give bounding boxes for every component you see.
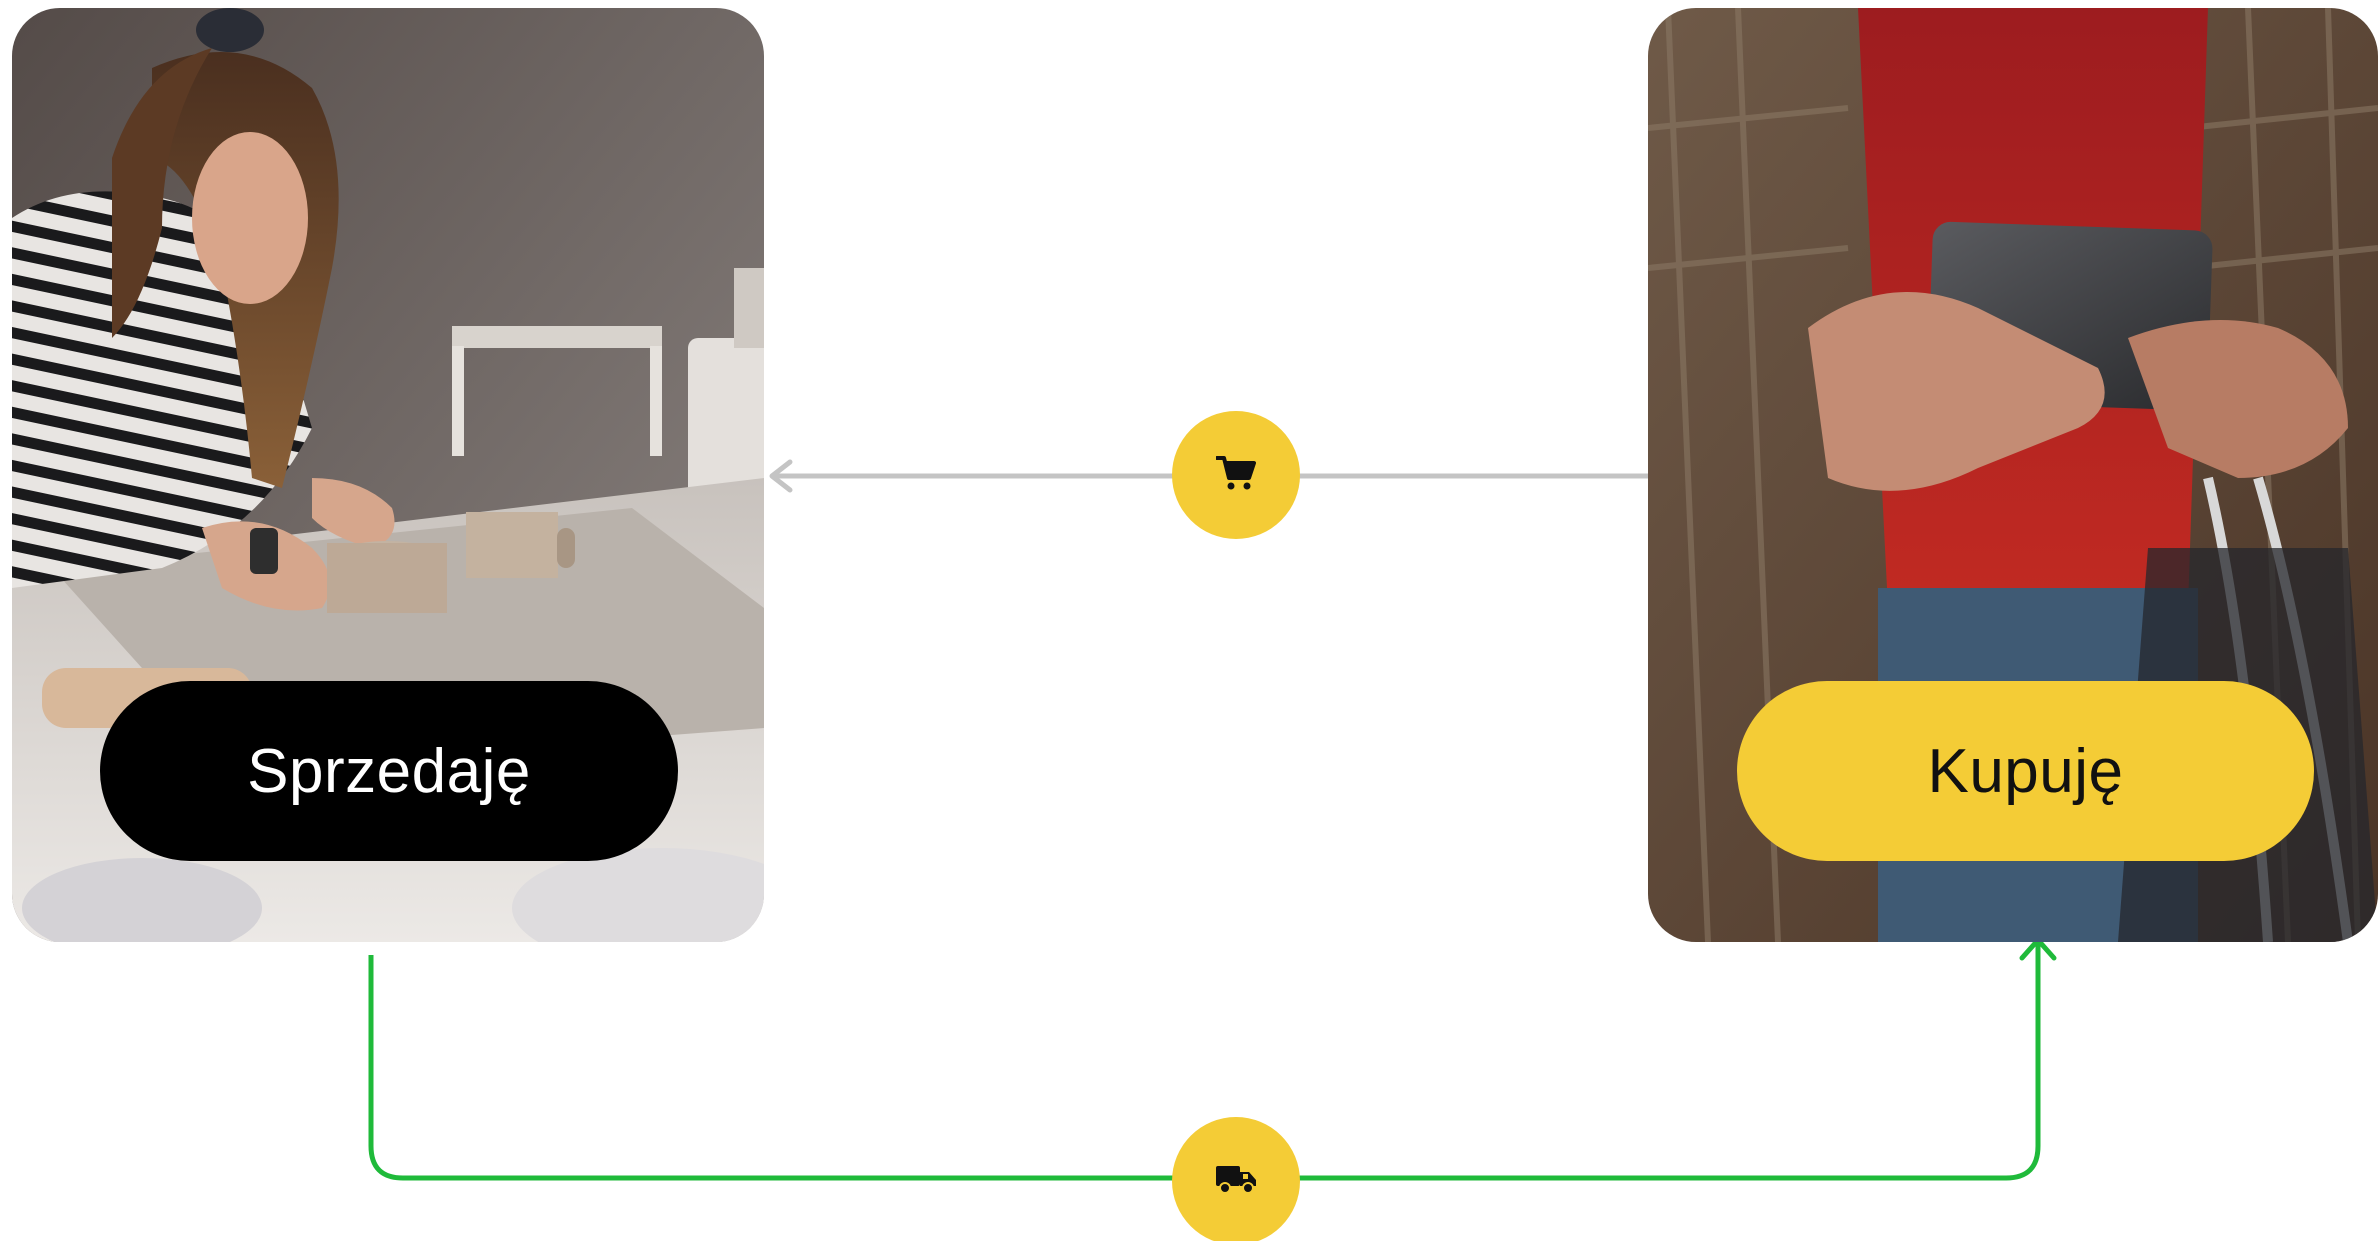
order-badge: [1172, 411, 1300, 539]
shopping-cart-icon: [1216, 454, 1256, 497]
delivery-badge: [1172, 1117, 1300, 1241]
buy-button[interactable]: Kupuję: [1737, 681, 2314, 861]
sell-button[interactable]: Sprzedaję: [100, 681, 678, 861]
delivery-truck-icon: [1215, 1163, 1257, 1200]
